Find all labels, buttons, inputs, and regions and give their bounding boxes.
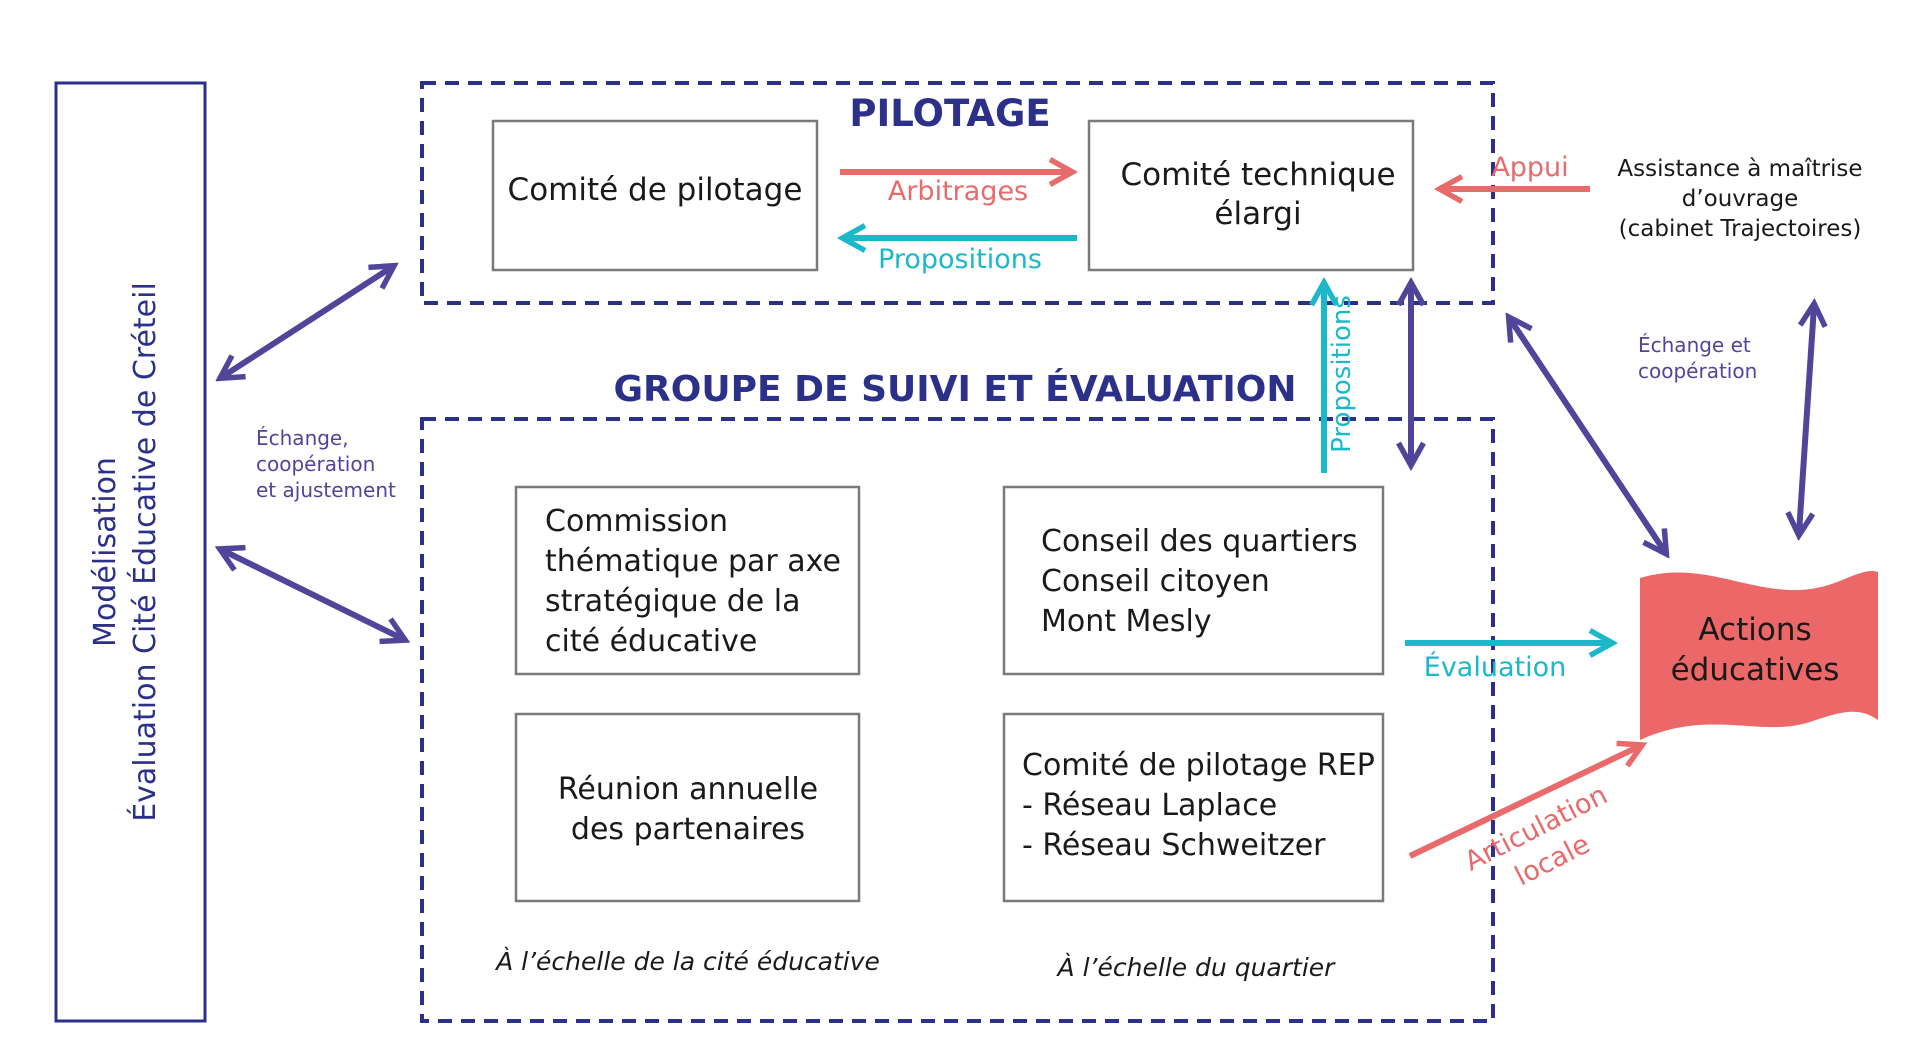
echange-left-line1: Échange, bbox=[256, 426, 349, 450]
conseil-line3: Mont Mesly bbox=[1041, 604, 1212, 639]
conseil-line1: Conseil des quartiers bbox=[1041, 524, 1358, 559]
echelle-cite-label: À l’échelle de la cité éducative bbox=[494, 947, 880, 976]
comite-rep-line3: - Réseau Schweitzer bbox=[1022, 828, 1326, 863]
comite-pilotage-label: Comité de pilotage bbox=[508, 172, 803, 208]
evaluation-cite-label: Évaluation Cité Éducative de Créteil bbox=[127, 282, 163, 822]
modelisation-panel bbox=[54, 81, 207, 1023]
echange-right-line2: coopération bbox=[1638, 359, 1757, 383]
commission-line2: thématique par axe bbox=[545, 544, 841, 579]
conseil-box bbox=[1002, 485, 1385, 676]
conseil-line2: Conseil citoyen bbox=[1041, 564, 1270, 599]
assistance-line1: Assistance à maîtrise bbox=[1617, 156, 1862, 182]
pilotage-title: PILOTAGE bbox=[849, 92, 1050, 135]
arbitrages-label: Arbitrages bbox=[888, 176, 1028, 207]
propositions-vertical-label: Propositions bbox=[1327, 295, 1357, 453]
left-upper-arrow bbox=[222, 267, 392, 377]
assistance-actions-arrow bbox=[1799, 306, 1814, 533]
comite-technique-line1: Comité technique bbox=[1120, 157, 1395, 193]
actions-banner bbox=[1640, 570, 1878, 740]
commission-line4: cité éducative bbox=[545, 624, 757, 659]
assistance-line3: (cabinet Trajectoires) bbox=[1619, 216, 1862, 242]
modelisation-label: Modélisation bbox=[88, 457, 123, 647]
commission-line1: Commission bbox=[545, 504, 728, 539]
reunion-line1: Réunion annuelle bbox=[558, 772, 818, 807]
echange-left-line3: et ajustement bbox=[256, 478, 396, 502]
commission-line3: stratégique de la bbox=[545, 584, 801, 619]
comite-pilotage-box bbox=[491, 119, 819, 272]
assistance-line2: d’ouvrage bbox=[1682, 186, 1798, 212]
actions-line2: éducatives bbox=[1671, 652, 1840, 688]
propositions-label: Propositions bbox=[878, 244, 1042, 275]
articulation-arrow bbox=[1408, 746, 1640, 859]
appui-label: Appui bbox=[1491, 152, 1568, 183]
comite-rep-line2: - Réseau Laplace bbox=[1022, 788, 1277, 823]
commission-box bbox=[514, 485, 861, 676]
pilotage-frame bbox=[420, 81, 1495, 305]
echange-right-line1: Échange et bbox=[1638, 333, 1751, 357]
groupe-frame bbox=[420, 417, 1495, 1023]
technique-actions-arrow bbox=[1510, 319, 1665, 552]
reunion-line2: des partenaires bbox=[571, 812, 805, 847]
comite-technique-line2: élargi bbox=[1214, 196, 1301, 232]
evaluation-label: Évaluation bbox=[1424, 651, 1566, 683]
echelle-quartier-label: À l’échelle du quartier bbox=[1056, 953, 1337, 982]
comite-technique-box bbox=[1087, 119, 1415, 272]
left-lower-arrow bbox=[222, 550, 403, 639]
groupe-title: GROUPE DE SUIVI ET ÉVALUATION bbox=[613, 368, 1296, 410]
reunion-box bbox=[514, 712, 861, 903]
echange-left-line2: coopération bbox=[256, 452, 375, 476]
comite-rep-box bbox=[1002, 712, 1385, 903]
actions-line1: Actions bbox=[1698, 612, 1811, 648]
comite-rep-line1: Comité de pilotage REP bbox=[1022, 748, 1375, 783]
